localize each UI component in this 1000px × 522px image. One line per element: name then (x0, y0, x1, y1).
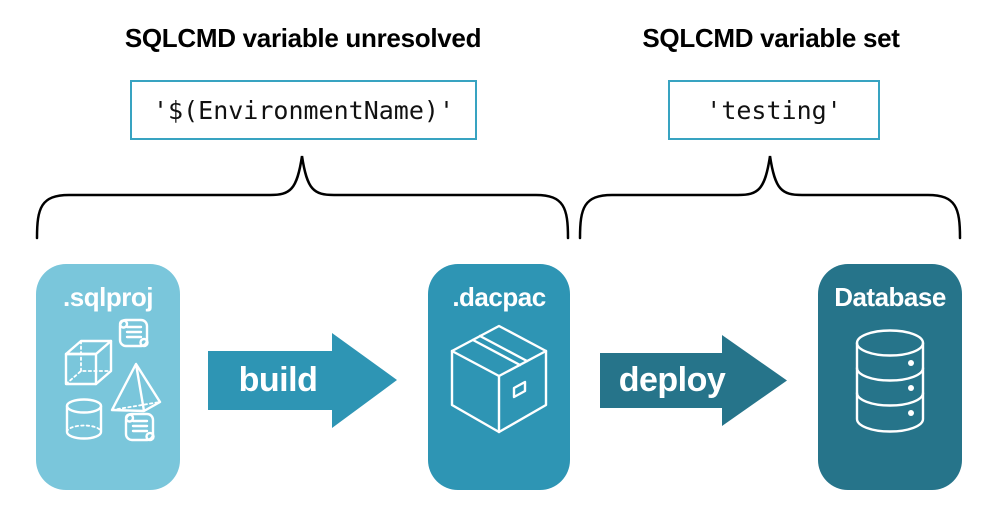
left-brace (35, 155, 570, 240)
package-box-icon (450, 324, 548, 434)
set-value-box: 'testing' (668, 80, 880, 140)
database-cylinder-icon (855, 329, 925, 433)
set-value-text: 'testing' (706, 95, 842, 125)
deploy-arrow-label: deploy (618, 361, 726, 399)
sqlproj-card: .sqlproj (36, 264, 180, 490)
deploy-arrow (600, 335, 787, 426)
database-card-label: Database (834, 282, 946, 312)
script-scroll-icon (118, 318, 149, 348)
sqlproj-card-label: .sqlproj (63, 282, 153, 312)
right-brace (578, 155, 962, 240)
unresolved-value-text: '$(EnvironmentName)' (152, 95, 455, 125)
dacpac-card: .dacpac (428, 264, 570, 490)
database-card: Database (818, 264, 962, 490)
dacpac-card-label: .dacpac (452, 282, 546, 312)
cylinder-icon (65, 398, 103, 440)
unresolved-value-box: '$(EnvironmentName)' (130, 80, 477, 140)
script-scroll-icon (124, 412, 155, 442)
heading-set: SQLCMD variable set (642, 23, 900, 53)
cube-icon (64, 339, 113, 386)
build-arrow-label: build (238, 361, 318, 399)
build-arrow (208, 333, 397, 428)
pyramid-icon (110, 362, 162, 413)
heading-unresolved: SQLCMD variable unresolved (124, 23, 482, 53)
sql-objects-icon (64, 318, 162, 442)
